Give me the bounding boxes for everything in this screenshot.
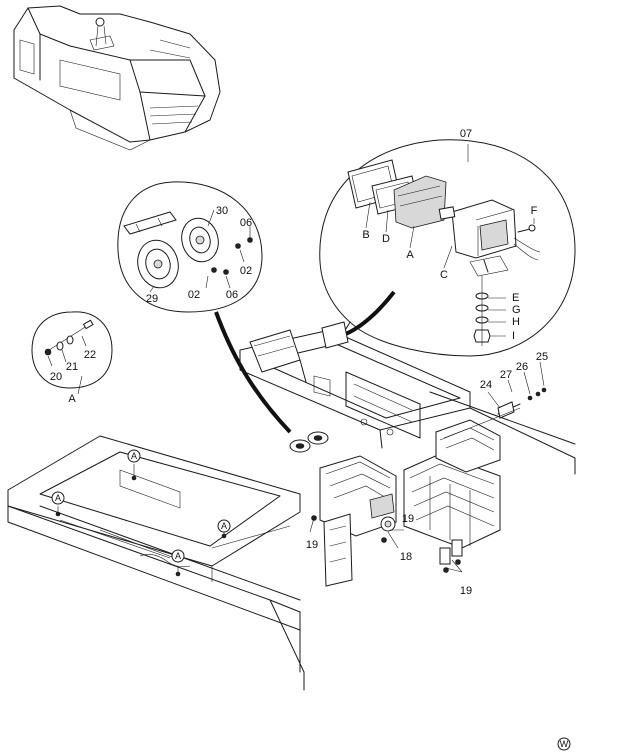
label-06-a: 06 xyxy=(240,217,252,229)
label-22: 22 xyxy=(84,349,96,361)
label-29: 29 xyxy=(146,293,158,305)
label-18: 18 xyxy=(400,551,412,563)
label-27: 27 xyxy=(500,369,512,381)
label-H: H xyxy=(512,316,520,328)
mark-A-2: A xyxy=(55,493,61,503)
label-20: 20 xyxy=(50,371,62,383)
corner-mark-letter: W xyxy=(560,739,569,749)
label-02-a: 02 xyxy=(240,265,252,277)
label-24: 24 xyxy=(480,379,492,391)
label-E: E xyxy=(512,292,519,304)
label-F: F xyxy=(531,205,538,217)
mark-A-4: A xyxy=(175,551,181,561)
control-valve xyxy=(311,419,501,587)
work-lamp-callout xyxy=(319,139,576,357)
mark-A-3: A xyxy=(221,521,227,531)
label-07: 07 xyxy=(460,128,472,140)
corner-mark: W xyxy=(557,737,571,751)
detail-A xyxy=(31,311,113,389)
label-21: 21 xyxy=(66,361,78,373)
label-19-c: 19 xyxy=(460,585,472,597)
label-02-b: 02 xyxy=(188,289,200,301)
upper-deck xyxy=(239,321,576,475)
horn-mounted xyxy=(289,431,329,453)
label-26: 26 xyxy=(516,361,528,373)
label-D: D xyxy=(382,233,390,245)
label-19-a: 19 xyxy=(306,539,318,551)
bolt-group-24-27 xyxy=(439,361,547,441)
mark-A-symbols xyxy=(51,449,231,563)
mark-A-1: A xyxy=(131,451,137,461)
horn-callout xyxy=(117,181,292,434)
label-A-detail: A xyxy=(68,393,76,405)
lower-leaders xyxy=(77,375,463,573)
label-C: C xyxy=(440,269,448,281)
label-B: B xyxy=(362,229,369,241)
label-25: 25 xyxy=(536,351,548,363)
labels: 07 B D A C F E G H I 30 06 02 29 02 06 2… xyxy=(50,128,548,597)
label-30: 30 xyxy=(216,205,228,217)
machine-overview xyxy=(13,5,221,151)
lower-frame xyxy=(7,435,305,691)
label-G: G xyxy=(512,304,521,316)
label-19-b: 19 xyxy=(402,513,414,525)
label-I: I xyxy=(512,330,515,342)
label-A-lamp: A xyxy=(406,249,414,261)
label-06-b: 06 xyxy=(226,289,238,301)
